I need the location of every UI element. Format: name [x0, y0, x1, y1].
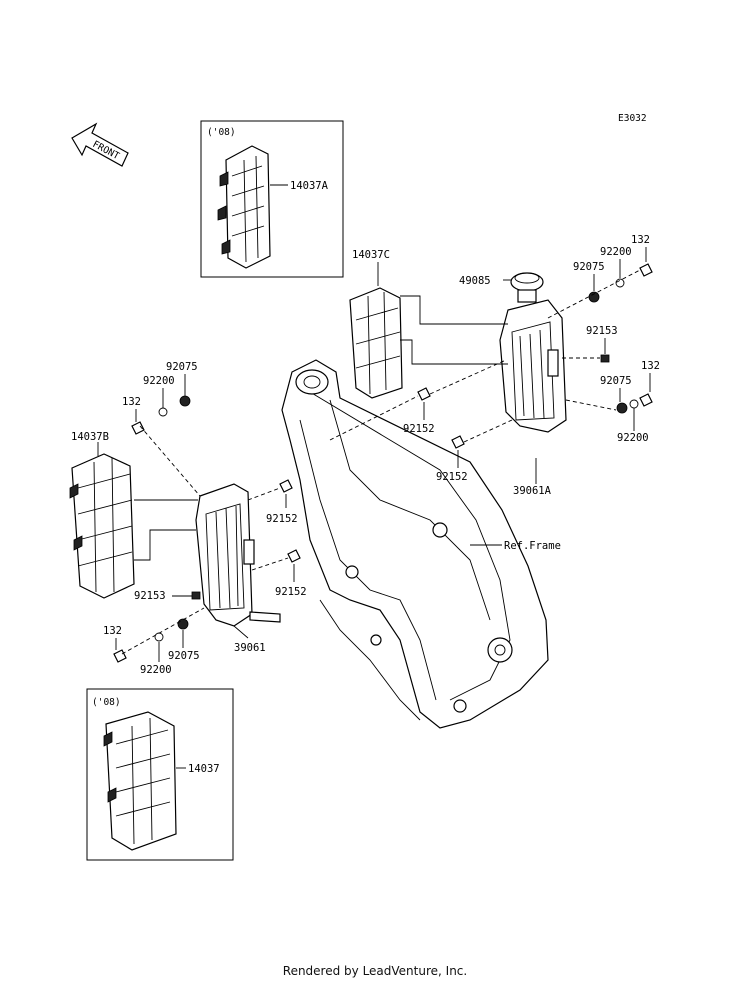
label-132-l2: 132 — [103, 625, 122, 637]
label-92153-r: 92153 — [586, 325, 618, 337]
hardware-right-top — [547, 263, 653, 319]
label-92200-l1: 92200 — [143, 375, 175, 387]
label-92152-b: 92152 — [436, 471, 468, 483]
bolt-92152-c — [279, 479, 293, 493]
bolt-92152-b — [451, 435, 465, 449]
radiator-39061A-part — [499, 299, 567, 433]
label-14037C: 14037C — [352, 249, 390, 261]
label-92075-r1: 92075 — [573, 261, 605, 273]
label-92075-r2: 92075 — [600, 375, 632, 387]
label-92153-l: 92153 — [134, 590, 166, 602]
shroud-14037B-part — [69, 453, 135, 599]
label-92200-r2: 92200 — [617, 432, 649, 444]
label-92075-l2: 92075 — [168, 650, 200, 662]
label-92152-a: 92152 — [403, 423, 435, 435]
hardware-left-top — [131, 395, 201, 497]
radiator-39061-part — [195, 483, 281, 627]
cap-49085-part — [510, 272, 544, 303]
label-14037A: 14037A — [290, 180, 329, 192]
label-92152-d: 92152 — [275, 586, 307, 598]
shroud-14037-part — [103, 711, 177, 851]
label-14037B: 14037B — [71, 431, 109, 443]
hardware-right-bottom — [565, 393, 653, 414]
label-132-r1: 132 — [631, 234, 650, 246]
label-92200-r1: 92200 — [600, 246, 632, 258]
front-arrow-icon: FRONT — [71, 122, 129, 167]
label-132-r2: 132 — [641, 360, 660, 372]
variant-box-14037: ('08) 14037 — [86, 688, 234, 861]
footer-credit: Rendered by LeadVenture, Inc. — [283, 964, 467, 978]
label-92075-l1: 92075 — [166, 361, 198, 373]
label-92200-l2: 92200 — [140, 664, 172, 676]
shroud-14037C-part — [349, 287, 403, 399]
label-14037: 14037 — [188, 763, 220, 775]
diagram-code: E3032 — [618, 113, 647, 124]
label-39061: 39061 — [234, 642, 266, 654]
hardware-left-bottom — [113, 607, 205, 663]
variant-note-bottom: ('08) — [92, 697, 121, 708]
label-92152-c: 92152 — [266, 513, 298, 525]
label-39061A: 39061A — [513, 485, 552, 497]
bolt-92152-a — [417, 387, 431, 401]
label-49085: 49085 — [459, 275, 491, 287]
label-ref-frame: Ref.Frame — [504, 540, 561, 552]
label-132-l1: 132 — [122, 396, 141, 408]
shroud-14037A-part — [217, 145, 271, 269]
variant-note-top: ('08) — [207, 127, 236, 138]
variant-box-14037A: ('08) 14037A — [200, 120, 344, 278]
motorcycle-frame — [281, 359, 549, 729]
bolt-92152-d — [287, 549, 301, 563]
